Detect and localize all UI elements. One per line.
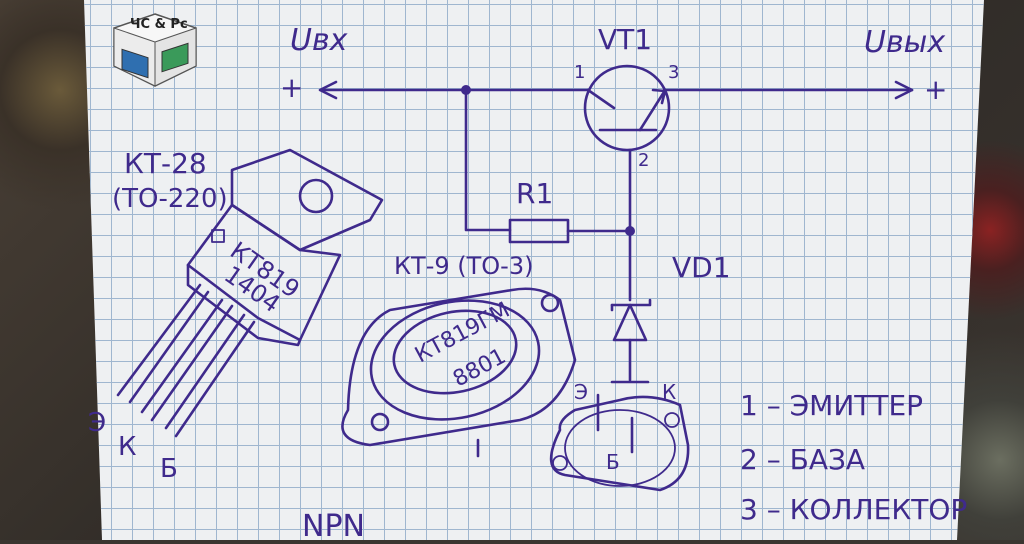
kt28-pin-e: Э	[88, 408, 107, 438]
resistor-feed-wire	[464, 88, 512, 232]
logo-cube-icon	[113, 13, 197, 87]
kt28-pin-b: Б	[160, 454, 178, 484]
output-arrow-icon	[894, 80, 914, 100]
kt9-pin-b: Б	[606, 450, 620, 474]
transistor-vt1	[583, 64, 671, 152]
to3-bottom-view-drawing	[549, 393, 690, 492]
transistor-collector-lead	[638, 90, 666, 132]
kt9-name: КТ-9 (ТО-3)	[394, 252, 534, 280]
pin3-label: 3	[668, 62, 680, 83]
transistor-emitter-lead	[586, 88, 616, 110]
to3-package-drawing	[341, 287, 577, 458]
kt28-name: КТ-28	[124, 147, 207, 180]
kt28-package: (ТО-220)	[112, 184, 228, 214]
logo-text: ЧС & Pc	[130, 17, 188, 32]
pin2-label: 2	[638, 150, 650, 171]
input-plus-sign: +	[280, 71, 304, 104]
diode-vd1	[612, 303, 648, 342]
transistor-type-label: NPN	[302, 509, 365, 544]
transistor-label: VT1	[598, 23, 653, 56]
output-voltage-label: Uвых	[864, 25, 946, 60]
junction-dot-2	[625, 226, 635, 236]
resistor-r1	[508, 218, 570, 244]
input-voltage-label: Uвх	[290, 23, 348, 58]
kt28-pin-k: К	[118, 432, 137, 462]
to220-package-drawing	[116, 148, 384, 438]
legend-base: 2 – БАЗА	[740, 443, 866, 476]
legend-emitter: 1 – ЭМИТТЕР	[740, 389, 924, 422]
output-plus-sign: +	[924, 73, 948, 106]
input-arrow-icon	[318, 80, 338, 100]
diode-label: VD1	[672, 251, 731, 284]
site-logo: ЧС & Pc	[112, 12, 198, 88]
zener-bar	[610, 298, 652, 307]
pin1-label: 1	[574, 62, 586, 83]
legend-collector: 3 – КОЛЛЕКТОР	[740, 493, 968, 526]
kt9-pin-k: К	[662, 380, 677, 404]
resistor-label: R1	[516, 177, 554, 210]
kt9-pin-e: Э	[574, 380, 588, 404]
